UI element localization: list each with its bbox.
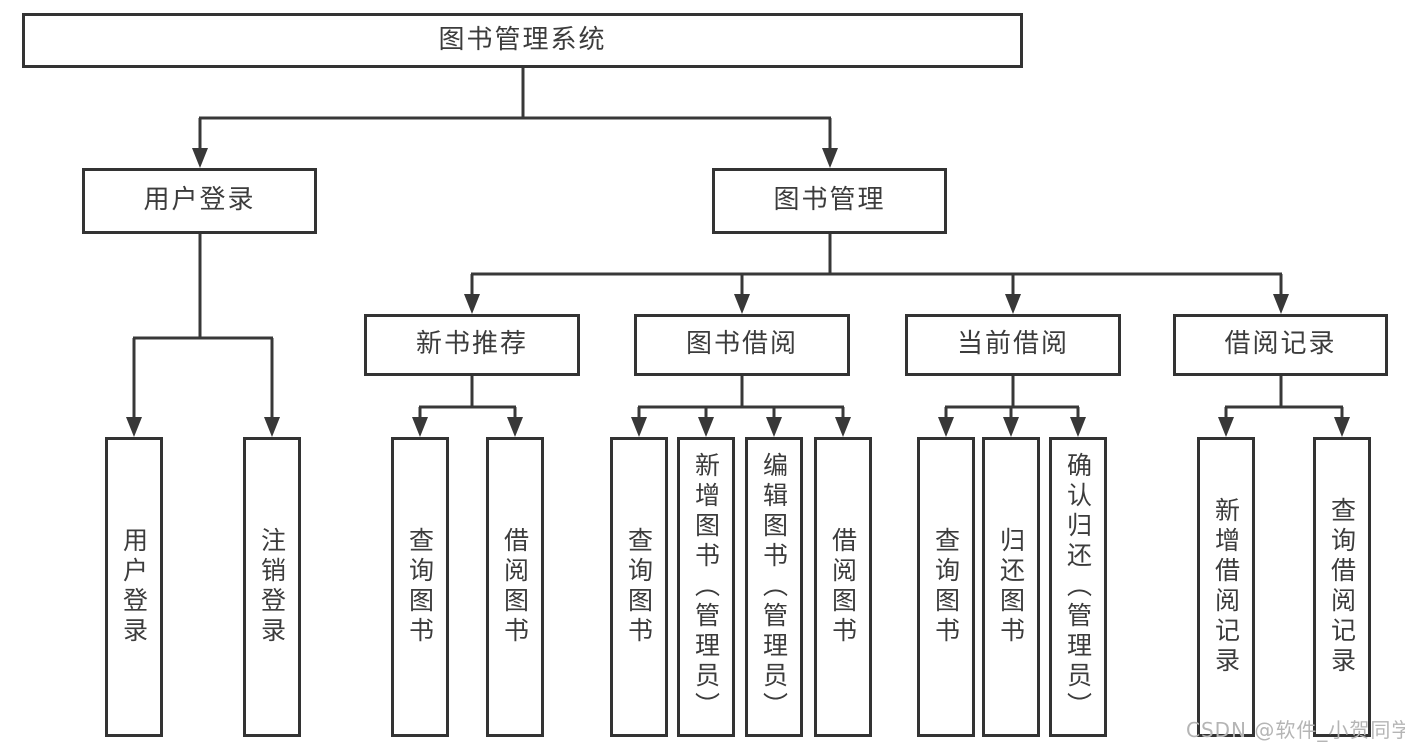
- leaf-return-book: 归还图书: [982, 437, 1040, 737]
- node-label: 借阅记录: [1224, 329, 1337, 360]
- leaf-borrow-books: 借阅图书: [814, 437, 872, 737]
- node-label: 注销登录: [257, 527, 287, 647]
- connector-book-borrow-branch: [631, 376, 851, 437]
- node-book-management: 图书管理: [712, 168, 947, 234]
- leaf-query-borrow-record: 查询借阅记录: [1313, 437, 1371, 737]
- node-label: 借阅图书: [828, 527, 858, 647]
- node-label: 查询借阅记录: [1327, 497, 1357, 677]
- arrow-down-icon: [412, 417, 428, 437]
- node-label: 新书推荐: [415, 329, 528, 360]
- node-label: 当前借阅: [956, 329, 1069, 360]
- connector-root-to-level2: [192, 68, 838, 168]
- connector-new-book-branch: [412, 376, 523, 437]
- arrow-down-icon: [126, 417, 142, 437]
- node-label: 查询图书: [405, 527, 435, 647]
- node-current-borrow: 当前借阅: [905, 314, 1121, 376]
- node-book-system: 图书管理系统: [22, 13, 1023, 68]
- connector-user-login-branch: [126, 234, 280, 437]
- arrow-down-icon: [1003, 417, 1019, 437]
- node-user-login: 用户登录: [82, 168, 317, 234]
- node-label: 用户登录: [143, 185, 256, 216]
- leaf-query-books-current: 查询图书: [917, 437, 975, 737]
- arrow-down-icon: [734, 294, 750, 314]
- node-label: 新增图书（管理员）: [691, 452, 721, 722]
- arrow-down-icon: [938, 417, 954, 437]
- leaf-confirm-return-admin: 确认归还（管理员）: [1049, 437, 1107, 737]
- arrow-down-icon: [192, 148, 208, 168]
- node-label: 图书借阅: [685, 329, 798, 360]
- connector-current-borrow-branch: [938, 376, 1086, 437]
- node-label: 查询图书: [624, 527, 654, 647]
- leaf-query-books-borrow: 查询图书: [610, 437, 668, 737]
- connector-borrow-records-branch: [1218, 376, 1350, 437]
- leaf-query-books-recommend: 查询图书: [391, 437, 449, 737]
- arrow-down-icon: [698, 417, 714, 437]
- leaf-user-login: 用户登录: [105, 437, 163, 737]
- node-new-book-recommend: 新书推荐: [364, 314, 580, 376]
- leaf-add-borrow-record: 新增借阅记录: [1197, 437, 1255, 737]
- node-label: 图书管理: [773, 185, 886, 216]
- connector-book-management-branch: [464, 234, 1289, 314]
- csdn-watermark: CSDN @软件_小贺同学: [1186, 718, 1405, 742]
- arrow-down-icon: [822, 148, 838, 168]
- node-label: 确认归还（管理员）: [1063, 452, 1093, 722]
- node-label: 图书管理系统: [438, 24, 607, 55]
- node-book-borrow: 图书借阅: [634, 314, 850, 376]
- node-label: 新增借阅记录: [1211, 497, 1241, 677]
- arrow-down-icon: [1218, 417, 1234, 437]
- node-label: 借阅图书: [500, 527, 530, 647]
- arrow-down-icon: [766, 417, 782, 437]
- arrow-down-icon: [1334, 417, 1350, 437]
- leaf-logout: 注销登录: [243, 437, 301, 737]
- arrow-down-icon: [1005, 294, 1021, 314]
- node-label: 用户登录: [119, 527, 149, 647]
- leaf-borrow-books-recommend: 借阅图书: [486, 437, 544, 737]
- arrow-down-icon: [507, 417, 523, 437]
- node-borrow-records: 借阅记录: [1173, 314, 1388, 376]
- node-label: 编辑图书（管理员）: [759, 452, 789, 722]
- leaf-add-book-admin: 新增图书（管理员）: [677, 437, 735, 737]
- arrow-down-icon: [264, 417, 280, 437]
- arrow-down-icon: [835, 417, 851, 437]
- leaf-edit-book-admin: 编辑图书（管理员）: [745, 437, 803, 737]
- arrow-down-icon: [1273, 294, 1289, 314]
- node-label: 查询图书: [931, 527, 961, 647]
- arrow-down-icon: [1070, 417, 1086, 437]
- node-label: 归还图书: [996, 527, 1026, 647]
- arrow-down-icon: [631, 417, 647, 437]
- arrow-down-icon: [464, 294, 480, 314]
